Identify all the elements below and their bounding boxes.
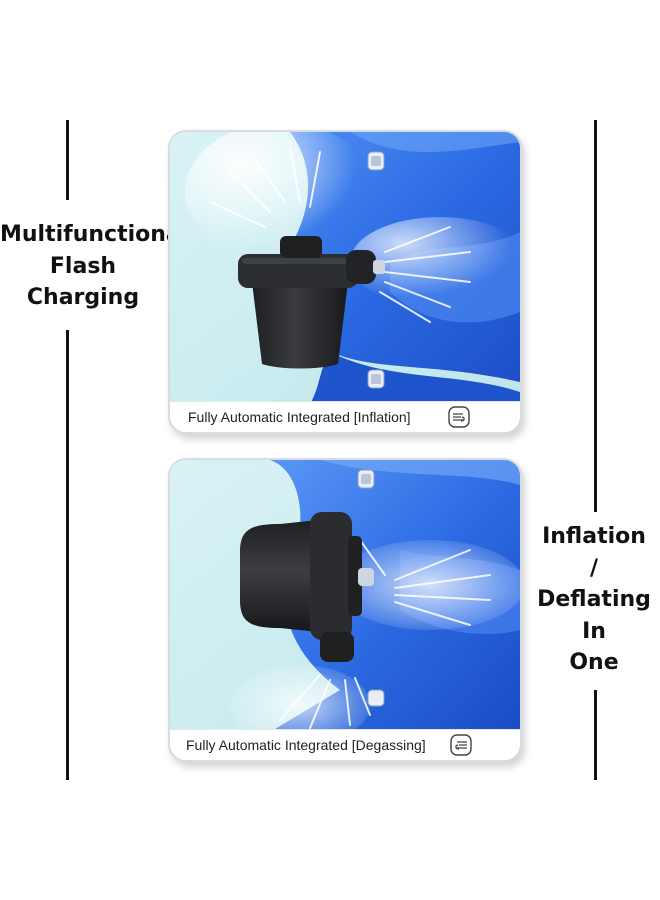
- left-feature-label: Multifunctional Flash Charging: [0, 219, 189, 314]
- inflation-panel: Fully Automatic Integrated [Inflation]: [168, 130, 522, 434]
- air-pump-icon: [238, 236, 385, 369]
- right-feature-label: Inflation / Deflating In One: [530, 521, 658, 679]
- left-label-line-2: Flash: [49, 253, 117, 279]
- left-divider-bottom: [66, 330, 69, 780]
- inflation-illustration: [170, 132, 520, 404]
- right-label-line-2: /: [589, 555, 599, 581]
- right-label-line-1: Inflation: [542, 524, 646, 549]
- left-divider-top: [66, 120, 69, 200]
- valve-icon: [367, 151, 385, 171]
- degassing-illustration: [170, 460, 520, 732]
- inflation-caption: Fully Automatic Integrated [Inflation]: [188, 409, 411, 425]
- right-label-line-4: In: [582, 618, 606, 644]
- air-flow-out-icon: [448, 406, 470, 428]
- left-label-line-1: Multifunctional: [0, 222, 189, 247]
- right-label-line-3: Deflating: [537, 587, 651, 612]
- air-pump-icon: [240, 512, 374, 662]
- right-divider-bottom: [594, 690, 597, 780]
- inflation-caption-bar: Fully Automatic Integrated [Inflation]: [170, 401, 520, 432]
- right-label-line-5: One: [569, 650, 619, 675]
- right-divider-top: [594, 120, 597, 512]
- air-flow-in-icon: [450, 734, 472, 756]
- degassing-caption: Fully Automatic Integrated [Degassing]: [186, 737, 426, 753]
- left-label-line-3: Charging: [26, 285, 140, 310]
- valve-icon: [357, 469, 375, 489]
- degassing-panel: Fully Automatic Integrated [Degassing]: [168, 458, 522, 762]
- degassing-caption-bar: Fully Automatic Integrated [Degassing]: [170, 729, 520, 760]
